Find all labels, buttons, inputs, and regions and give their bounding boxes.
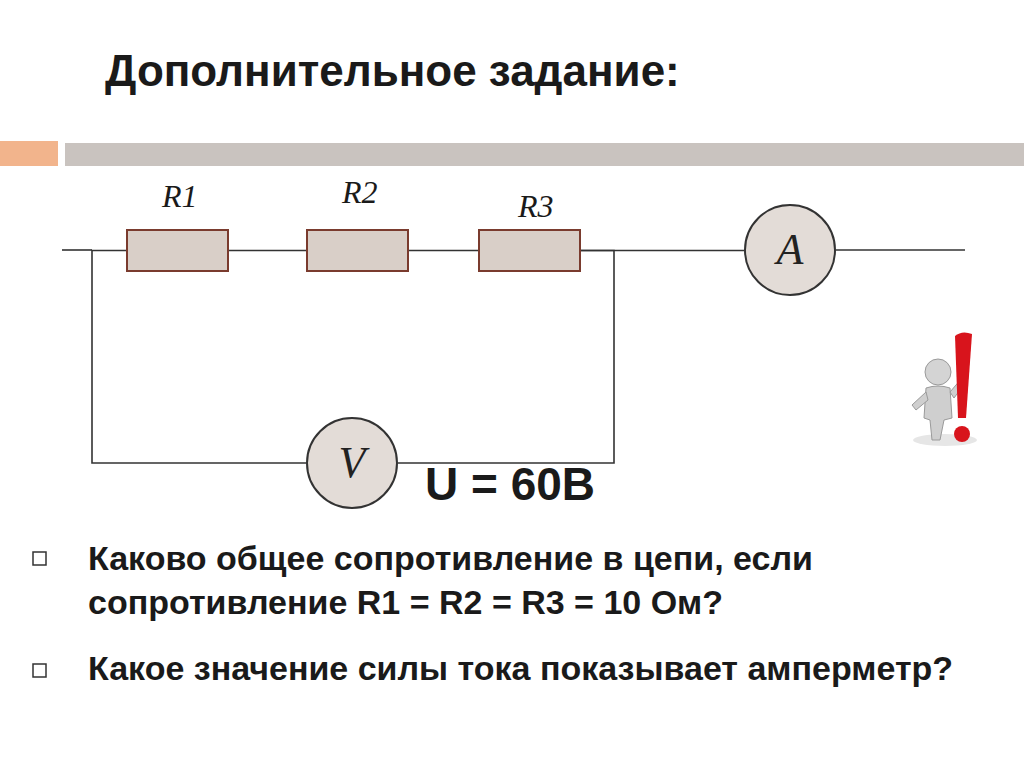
meter-letter: V xyxy=(339,441,366,485)
voltage-value: U = 60В xyxy=(425,458,725,510)
circuit-wire xyxy=(409,250,478,252)
meter-symbol: A xyxy=(744,204,836,296)
question-text: Какое значение силы тока показывает ампе… xyxy=(88,646,988,690)
divider-bar xyxy=(65,143,1024,166)
lead-wire xyxy=(836,249,965,251)
resistor-label: R1 xyxy=(162,178,198,215)
bullet-square xyxy=(33,664,46,677)
meter-symbol: V xyxy=(306,417,398,509)
attention-figure xyxy=(912,332,977,446)
resistor-symbol: R1 xyxy=(126,229,229,272)
circuit-wire xyxy=(398,251,614,464)
resistor-symbol: R2 xyxy=(306,229,409,272)
resistor-symbol: R3 xyxy=(478,229,581,272)
circuit-wire xyxy=(92,251,306,464)
lead-wire xyxy=(62,249,92,251)
bullet-square xyxy=(33,552,46,565)
resistor-label: R2 xyxy=(342,174,378,211)
accent-square xyxy=(0,141,58,166)
meter-letter: A xyxy=(777,228,804,272)
slide-title: Дополнительное задание: xyxy=(105,46,680,96)
question-text: Каково общее сопротивление в цепи, если … xyxy=(88,536,988,624)
circuit-wire xyxy=(229,250,306,252)
resistor-label: R3 xyxy=(518,188,554,225)
